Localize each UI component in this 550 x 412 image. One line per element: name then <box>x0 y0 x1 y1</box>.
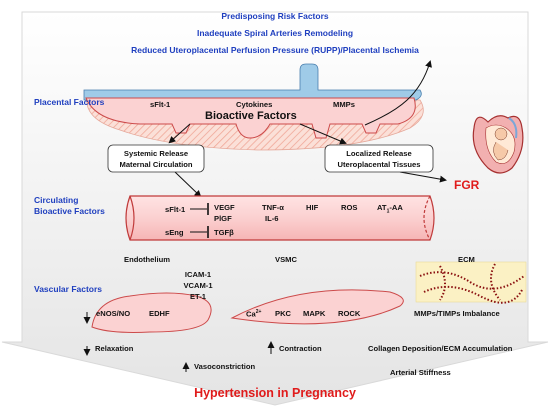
vasc-rock: ROCK <box>338 309 361 318</box>
outcome-relaxation: Relaxation <box>95 344 134 353</box>
vasc-enos: eNOS/NO <box>96 309 131 318</box>
localized-up-arrow <box>364 60 432 126</box>
tube-vegf: VEGF <box>214 203 235 212</box>
header-line-2: Inadequate Spiral Arteries Remodeling <box>196 28 354 38</box>
vasc-pkc: PKC <box>275 309 292 318</box>
col-vsmc: VSMC <box>275 255 297 264</box>
placenta-mmps: MMPs <box>333 100 355 109</box>
placental-factors-label: Placental Factors <box>34 97 105 107</box>
smooth-muscle-cell <box>230 289 404 325</box>
col-endothelium: Endothelium <box>124 255 170 264</box>
circulating-label-2: Bioactive Factors <box>34 206 105 216</box>
placenta-cytokines: Cytokines <box>236 100 273 109</box>
ecm-fibers <box>415 261 527 304</box>
vasc-vcam: VCAM-1 <box>183 281 213 290</box>
col-ecm: ECM <box>458 255 475 264</box>
tube-sflt1: sFlt-1 <box>165 205 186 214</box>
circulating-label-1: Circulating <box>34 195 79 205</box>
footer-hypertension: Hypertension in Pregnancy <box>194 386 356 400</box>
endothelial-cell <box>91 292 212 333</box>
systemic-release-sub: Maternal Circulation <box>119 160 193 169</box>
vasc-mapk: MAPK <box>303 309 326 318</box>
vasc-icam: ICAM-1 <box>184 270 212 279</box>
vasc-edhf: EDHF <box>149 309 170 318</box>
fgr-label: FGR <box>454 178 480 192</box>
systemic-release-box <box>107 144 205 173</box>
tube-pigf: PlGF <box>214 214 232 223</box>
placenta-sflt1: sFlt-1 <box>150 100 171 109</box>
placenta-illustration <box>83 63 424 151</box>
tube-hif: HIF <box>306 203 319 212</box>
tube-ros: ROS <box>341 203 358 212</box>
blood-vessel-tube <box>125 195 435 241</box>
vasc-et1: ET-1 <box>189 292 207 301</box>
header-line-1: Predisposing Risk Factors <box>221 11 329 21</box>
bioactive-factors-label: Bioactive Factors <box>205 110 297 122</box>
tube-tnf: TNF-α <box>262 203 284 212</box>
localized-release-sub: Uteroplacental Tissues <box>337 160 421 169</box>
tube-tgfb: TGFβ <box>214 228 234 237</box>
outcome-collagen: Collagen Deposition/ECM Accumulation <box>368 344 513 353</box>
header-line-3: Reduced Uteroplacental Perfusion Pressur… <box>131 45 419 55</box>
tube-at1aa: AT1-AA <box>377 203 403 215</box>
vasc-ca: Ca2+ <box>246 309 262 319</box>
outcome-contraction: Contraction <box>279 344 322 353</box>
outcome-stiffness: Arterial Stiffness <box>390 368 451 377</box>
mmps-timps-label: MMPs/TIMPs Imbalance <box>414 309 500 318</box>
localized-release-box <box>324 144 434 173</box>
vascular-factors-label: Vascular Factors <box>34 284 103 294</box>
systemic-release-title: Systemic Release <box>123 149 189 158</box>
fetus-uterus-illustration <box>472 115 524 174</box>
tube-il6: IL-6 <box>265 214 279 223</box>
outcome-vasoconstriction: Vasoconstriction <box>194 362 256 371</box>
localized-release-title: Localized Release <box>346 149 412 158</box>
tube-seng: sEng <box>165 228 184 237</box>
